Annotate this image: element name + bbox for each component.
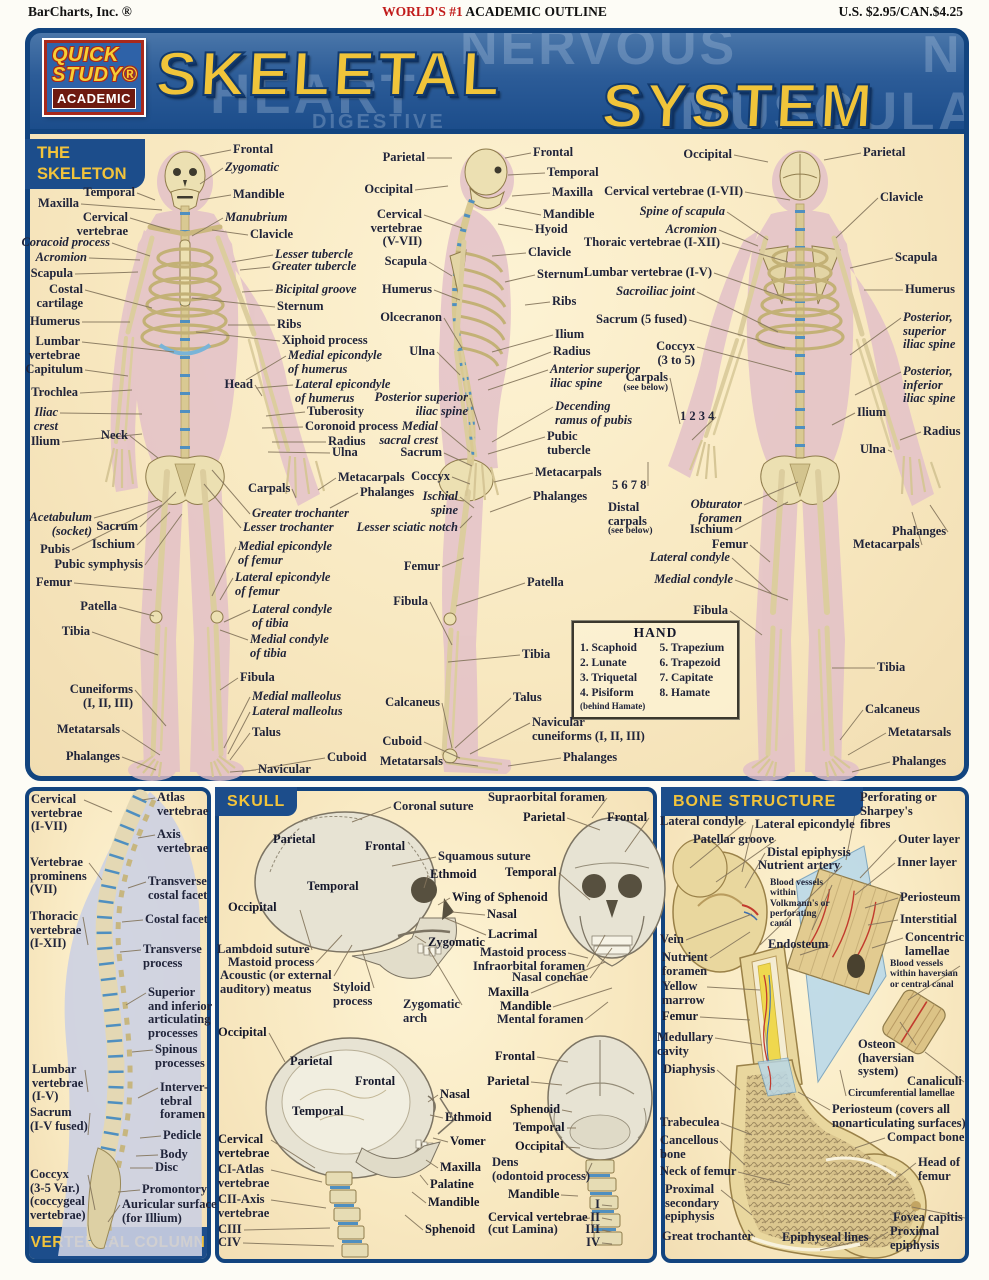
skeleton-section-frame — [25, 28, 969, 781]
quickstudy-logo: QUICK STUDY® ACADEMIC — [44, 40, 144, 116]
hand-box-entry: 7. Capitate — [659, 671, 714, 684]
hand-box-title: HAND — [633, 625, 678, 640]
top-bar: BarCharts, Inc. ® WORLD'S #1 ACADEMIC OU… — [0, 0, 989, 26]
tagline: WORLD'S #1 ACADEMIC OUTLINE — [382, 4, 607, 20]
tagline-highlight: WORLD'S #1 — [382, 4, 463, 19]
tab-line-1: THE — [37, 144, 70, 162]
hand-box-column-2: 5. Trapezium 6. Trapezoid 7. Capitate 8. Ha… — [660, 641, 732, 701]
hand-box-entry: 1. Scaphoid — [580, 642, 637, 654]
vertebral-column-panel-title: VERTEBRAL COLUMN — [29, 1227, 207, 1259]
bone-structure-panel — [661, 787, 969, 1263]
section-tab-the-skeleton: THE SKELETON — [25, 139, 145, 189]
publisher-brand: BarCharts, Inc. ® — [28, 4, 132, 19]
tab-line-2: SKELETON — [37, 164, 127, 183]
banner-watermark-text: NERVOUS — [922, 28, 964, 84]
banner-watermark-text: HEART — [210, 62, 418, 125]
banner-watermark-text: DIGESTIVE — [312, 111, 446, 133]
quickstudy-logo-box: QUICK STUDY® ACADEMIC — [44, 40, 144, 116]
banner-watermark-text: NERVOUS — [460, 28, 738, 76]
price: U.S. $2.95/CAN.$4.25 — [838, 4, 963, 19]
banner-watermark-text: MUSCULAR — [680, 80, 964, 134]
section-tab-bone-structure: BONE STRUCTURE — [661, 787, 863, 816]
hand-box-entry: 2. Lunate — [580, 656, 627, 669]
page-title-word-1: SKELETAL — [153, 39, 505, 110]
hand-box-entry: 3. Triquetal — [580, 671, 638, 684]
hand-box-note: (behind Hamate) — [580, 700, 646, 711]
hand-box-entry: 4. Pisiform — [580, 686, 634, 699]
hand-box-entry: 6. Trapezoid — [659, 656, 721, 669]
section-tab-skull: SKULL — [215, 787, 297, 816]
hand-box-entry: 8. Hamate — [659, 686, 710, 699]
skull-panel — [215, 787, 657, 1263]
hand-box-column-1: 1. Scaphoid 2. Lunate 3. Triquetal 4. Pisif… — [580, 641, 652, 701]
logo-word-academic: ACADEMIC — [52, 88, 136, 110]
hand-box: HAND 1. Scaphoid 2. Lunate 3. Triquetal 4. … — [571, 620, 740, 720]
tagline-rest: ACADEMIC OUTLINE — [462, 4, 607, 19]
hand-box-entry: 5. Trapezium — [659, 642, 725, 654]
vertebral-column-panel: VERTEBRAL COLUMN — [25, 787, 211, 1263]
page-title-word-2: SYSTEM — [599, 71, 878, 134]
logo-word-quick: QUICK — [52, 44, 119, 66]
logo-word-study: STUDY® — [52, 63, 138, 86]
